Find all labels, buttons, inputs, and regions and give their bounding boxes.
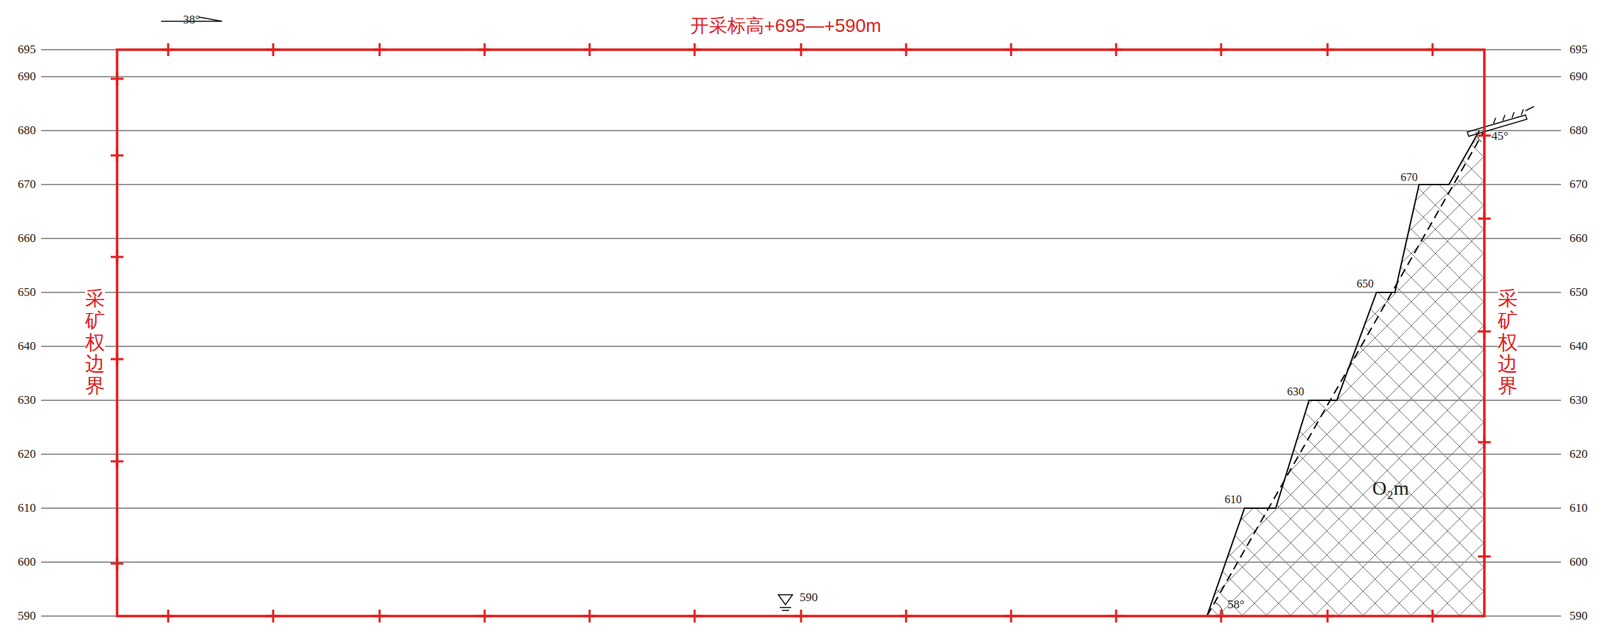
boundary-cross [110, 72, 124, 86]
boundary-crosses [110, 43, 1491, 623]
boundary-cross [1477, 212, 1491, 225]
grid-line [41, 346, 1561, 347]
boundary-cross [1214, 43, 1228, 57]
elevation-label: 600 [1569, 554, 1588, 570]
rock-hatch [1206, 130, 1485, 616]
boundary-cross [1477, 129, 1491, 142]
angle-label: 38° [183, 12, 201, 27]
elevation-label: 690 [17, 69, 37, 84]
elevation-label: 650 [17, 285, 37, 300]
grid-line [41, 184, 1561, 186]
mining-boundary [117, 49, 1485, 616]
elevation-label: 695 [1569, 42, 1588, 57]
elevation-label: 630 [1569, 393, 1588, 408]
bench-elevation: 650 [1356, 277, 1374, 291]
boundary-label: 采矿权边界 [1497, 288, 1518, 398]
angle-label: 45° [1491, 129, 1509, 144]
boundary-cross [110, 250, 124, 264]
final-slope [1206, 130, 1485, 616]
boundary-cross [1426, 43, 1439, 57]
boundary-cross [688, 609, 702, 623]
angle-arc [1475, 131, 1482, 142]
elevation-label: 640 [1569, 339, 1588, 354]
boundary-cross [1321, 609, 1334, 623]
boundary-cross [688, 43, 702, 57]
boundary-cross [899, 43, 913, 57]
elevation-label: 600 [17, 554, 37, 570]
elevation-label: 640 [17, 339, 37, 354]
elevation-label: 670 [17, 177, 37, 192]
elevation-label: 680 [17, 123, 37, 138]
grid-lines [41, 49, 1561, 616]
boundary-cross [161, 43, 175, 57]
boundary-cross [1214, 609, 1228, 623]
elevation-label: 620 [1569, 447, 1588, 462]
water-level: 590 [799, 590, 819, 605]
bench-elevation: 670 [1400, 170, 1418, 184]
boundary-cross [1109, 609, 1123, 623]
boundary-cross [1477, 324, 1491, 338]
elevation-label: 650 [1569, 285, 1588, 300]
boundary-cross [583, 609, 597, 623]
boundary-cross [1477, 549, 1491, 563]
section-title: 开采标高+695—+590m [690, 13, 882, 39]
elevation-label: 590 [17, 608, 37, 623]
bench-elevation: 630 [1287, 385, 1305, 399]
boundary-cross [1321, 43, 1334, 57]
grid-line [41, 238, 1561, 240]
elevation-label: 695 [17, 42, 37, 57]
water-table-symbol [778, 594, 793, 611]
bench-elevation: 610 [1224, 493, 1242, 506]
elevation-label: 630 [17, 393, 37, 408]
boundary-cross [794, 43, 808, 57]
boundary-cross [110, 454, 124, 468]
boundary-cross [899, 609, 913, 623]
elevation-label: 660 [1569, 231, 1588, 246]
surface-ticks [1493, 106, 1535, 124]
grid-line [41, 130, 1561, 132]
elevation-label: 660 [17, 231, 37, 246]
elevation-label: 610 [1569, 500, 1588, 516]
boundary-cross [1109, 43, 1123, 57]
boundary-cross [794, 609, 808, 623]
boundary-cross [1477, 435, 1491, 449]
boundary-cross [161, 609, 175, 623]
boundary-label: 采矿权边界 [85, 288, 106, 398]
elevation-label: 690 [1569, 69, 1588, 84]
formation-code: O₂m [1372, 476, 1410, 500]
boundary-cross [1426, 609, 1439, 623]
elevation-label: 620 [17, 447, 37, 462]
boundary-cross [110, 352, 124, 366]
grid-line [41, 292, 1561, 294]
angle-label: 58° [1227, 597, 1245, 612]
elevation-label: 670 [1569, 177, 1588, 192]
boundary-cross [266, 609, 280, 623]
boundary-cross [373, 43, 386, 57]
boundary-cross [478, 43, 491, 57]
elevation-label: 590 [1569, 608, 1588, 623]
boundary-cross [110, 149, 124, 162]
boundary-cross [110, 556, 124, 570]
elevation-label: 680 [1569, 123, 1588, 138]
boundary-cross [583, 43, 597, 57]
elevation-label: 610 [17, 500, 37, 516]
boundary-cross [266, 43, 280, 57]
boundary-cross [373, 609, 386, 623]
grid-line [41, 76, 1561, 78]
boundary-cross [1004, 609, 1018, 623]
boundary-cross [1004, 43, 1018, 57]
boundary-cross [478, 609, 491, 623]
